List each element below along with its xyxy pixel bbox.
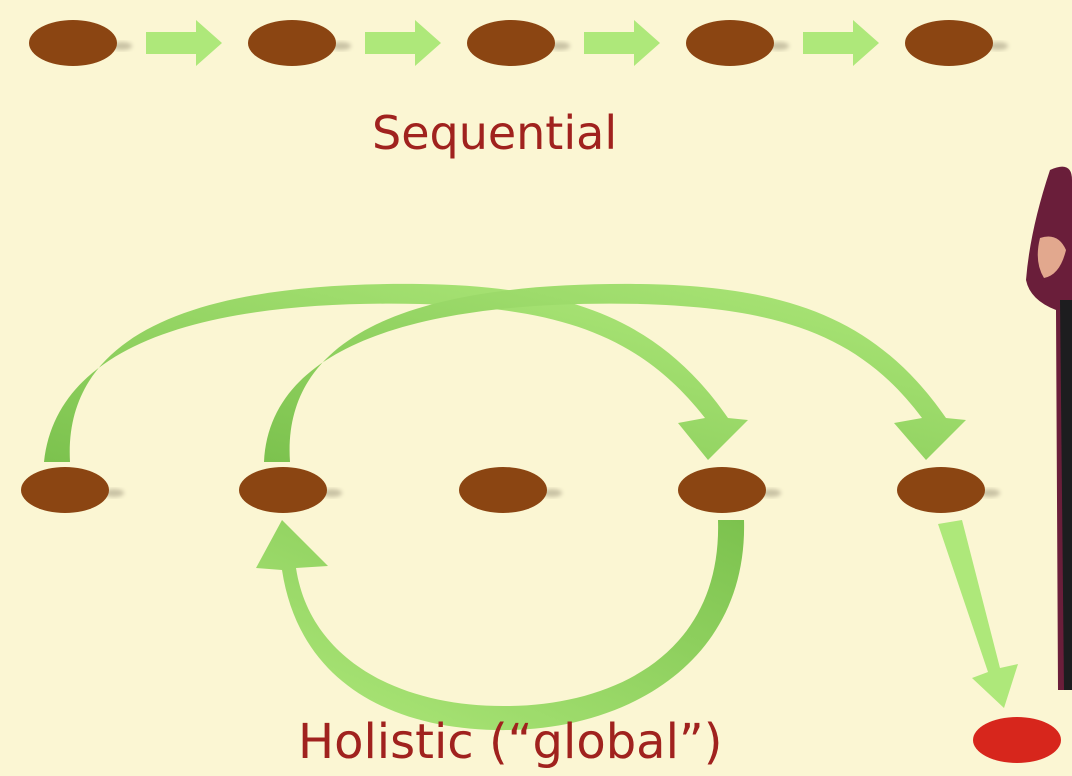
seq-node-3	[467, 20, 570, 66]
arc-1-to-4	[44, 283, 748, 462]
hol-node-1	[21, 467, 124, 513]
arc-4-to-2	[256, 520, 745, 731]
hol-node-3	[459, 467, 562, 513]
holistic-label: Holistic (“global”)	[298, 714, 723, 770]
seq-arrow-1	[146, 20, 222, 66]
presenter-figure	[1026, 166, 1072, 690]
seq-arrow-2	[365, 20, 441, 66]
sequential-label: Sequential	[372, 106, 618, 160]
hol-node-red	[973, 717, 1061, 763]
seq-node-1	[29, 20, 132, 66]
seq-arrow-4	[803, 20, 879, 66]
seq-node-2	[248, 20, 351, 66]
seq-node-5	[905, 20, 1008, 66]
seq-node-4	[686, 20, 789, 66]
hol-node-2	[239, 467, 342, 513]
holistic-arcs	[44, 283, 1018, 731]
sequential-row	[29, 20, 1008, 66]
hol-node-5	[897, 467, 1000, 513]
arc-2-to-5	[264, 283, 966, 462]
seq-arrow-3	[584, 20, 660, 66]
arrow-5-to-red	[938, 520, 1018, 708]
hol-node-4	[678, 467, 781, 513]
holistic-row	[21, 467, 1061, 763]
